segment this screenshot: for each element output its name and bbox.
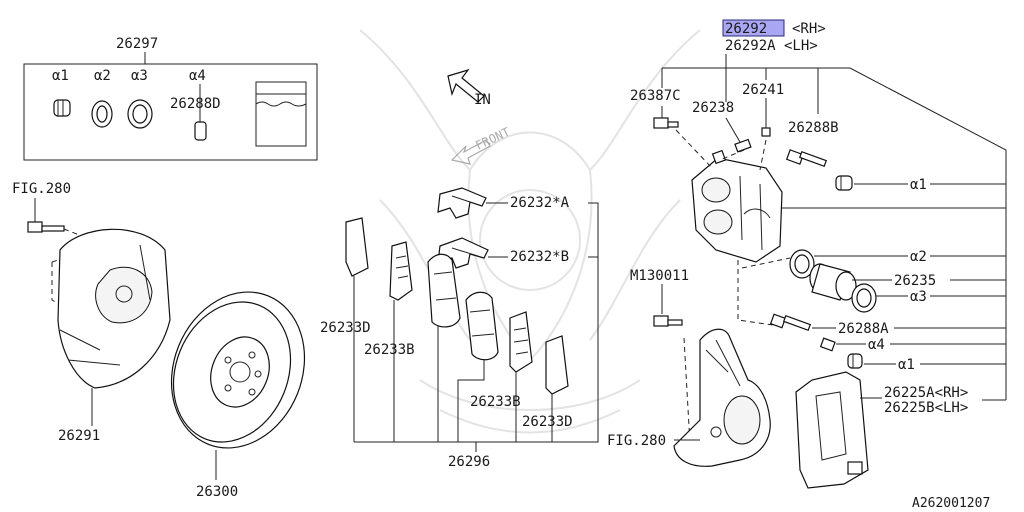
label-26387C: 26387C: [630, 88, 681, 104]
highlight-26292: [722, 19, 785, 37]
shim-26233D-left-part: [345, 217, 369, 277]
sleeve-a4-part: [194, 121, 207, 141]
label-front: FRONT: [473, 125, 512, 153]
label-26233D-left: 26233D: [320, 320, 371, 336]
clip-26232A-part: [437, 187, 487, 219]
label-26291: 26291: [58, 428, 100, 444]
label-fig280-bottom: FIG.280: [607, 433, 666, 449]
support-26225-part: [795, 371, 869, 489]
label-right-a4: α4: [868, 337, 885, 353]
bolt-26387C-part: [653, 117, 679, 129]
label-26225B: 26225B<LH>: [884, 400, 968, 416]
label-26238: 26238: [692, 100, 734, 116]
label-26288D: 26288D: [170, 96, 221, 112]
pin-26288A-part: [769, 313, 812, 332]
bleeder-26238-part: [734, 138, 752, 153]
watermark-emblem: [359, 29, 701, 434]
label-26297: 26297: [116, 36, 158, 52]
label-26235: 26235: [894, 273, 936, 289]
pad-inner-left-part: [427, 253, 461, 328]
diagram-reference-id: A262001207: [912, 496, 990, 511]
label-fig280-top: FIG.280: [12, 181, 71, 197]
label-right-a1-bottom: α1: [898, 357, 915, 373]
label-26288B: 26288B: [788, 120, 839, 136]
label-kit-a1: α1: [52, 68, 69, 84]
shim-26233B-left-part: [389, 241, 413, 301]
boot-a1-part: [53, 99, 71, 117]
label-kit-a2: α2: [94, 68, 111, 84]
label-26288A: 26288A: [838, 321, 889, 337]
arrow-in-icon: [447, 68, 485, 103]
label-kit-a4: α4: [189, 68, 206, 84]
label-26233B-right: 26233B: [470, 394, 521, 410]
pad-outer-right-part: [465, 291, 499, 361]
label-26296: 26296: [448, 454, 490, 470]
bolt-fig280-part: [27, 221, 65, 233]
label-26232B: 26232*B: [510, 249, 569, 265]
grease-pack-part: [255, 81, 307, 147]
knuckle-part: [673, 328, 771, 467]
label-26292: 26292: [725, 21, 767, 37]
arrow-front-icon: [450, 139, 491, 165]
label-26225A: 26225A<RH>: [884, 385, 968, 401]
label-26292A-lh: 26292A <LH>: [725, 38, 818, 54]
label-26292-rh: <RH>: [792, 21, 826, 37]
label-26233D-right: 26233D: [522, 414, 573, 430]
label-26241: 26241: [742, 82, 784, 98]
bolt-M130011-part: [653, 315, 683, 327]
piston-26235-part: [809, 263, 857, 301]
label-right-a3: α3: [910, 289, 927, 305]
backing-plate-26291-part: [57, 228, 171, 389]
label-kit-a3: α3: [131, 68, 148, 84]
caliper-body-part: [691, 149, 783, 263]
shim-26233B-right-part: [509, 311, 533, 373]
sleeve-a4-right-part: [819, 337, 836, 352]
kit-26297: 26297 α1 α2 α3 α4 26288D: [23, 36, 318, 161]
boot-a1-bottom-part: [847, 353, 863, 369]
label-26300: 26300: [196, 484, 238, 500]
label-right-a1-top: α1: [910, 177, 927, 193]
label-M130011: M130011: [630, 268, 689, 284]
label-right-a2: α2: [910, 249, 927, 265]
shim-26233D-right-part: [545, 335, 569, 395]
label-26232A: 26232*A: [510, 195, 570, 211]
label-26233B-left: 26233B: [364, 342, 415, 358]
label-in: IN: [474, 92, 491, 108]
rotor-26300-part: [170, 291, 306, 449]
boot-a1-top-part: [835, 175, 853, 191]
pin-26288B-part: [785, 149, 828, 168]
cap-26241-part: [761, 127, 771, 137]
